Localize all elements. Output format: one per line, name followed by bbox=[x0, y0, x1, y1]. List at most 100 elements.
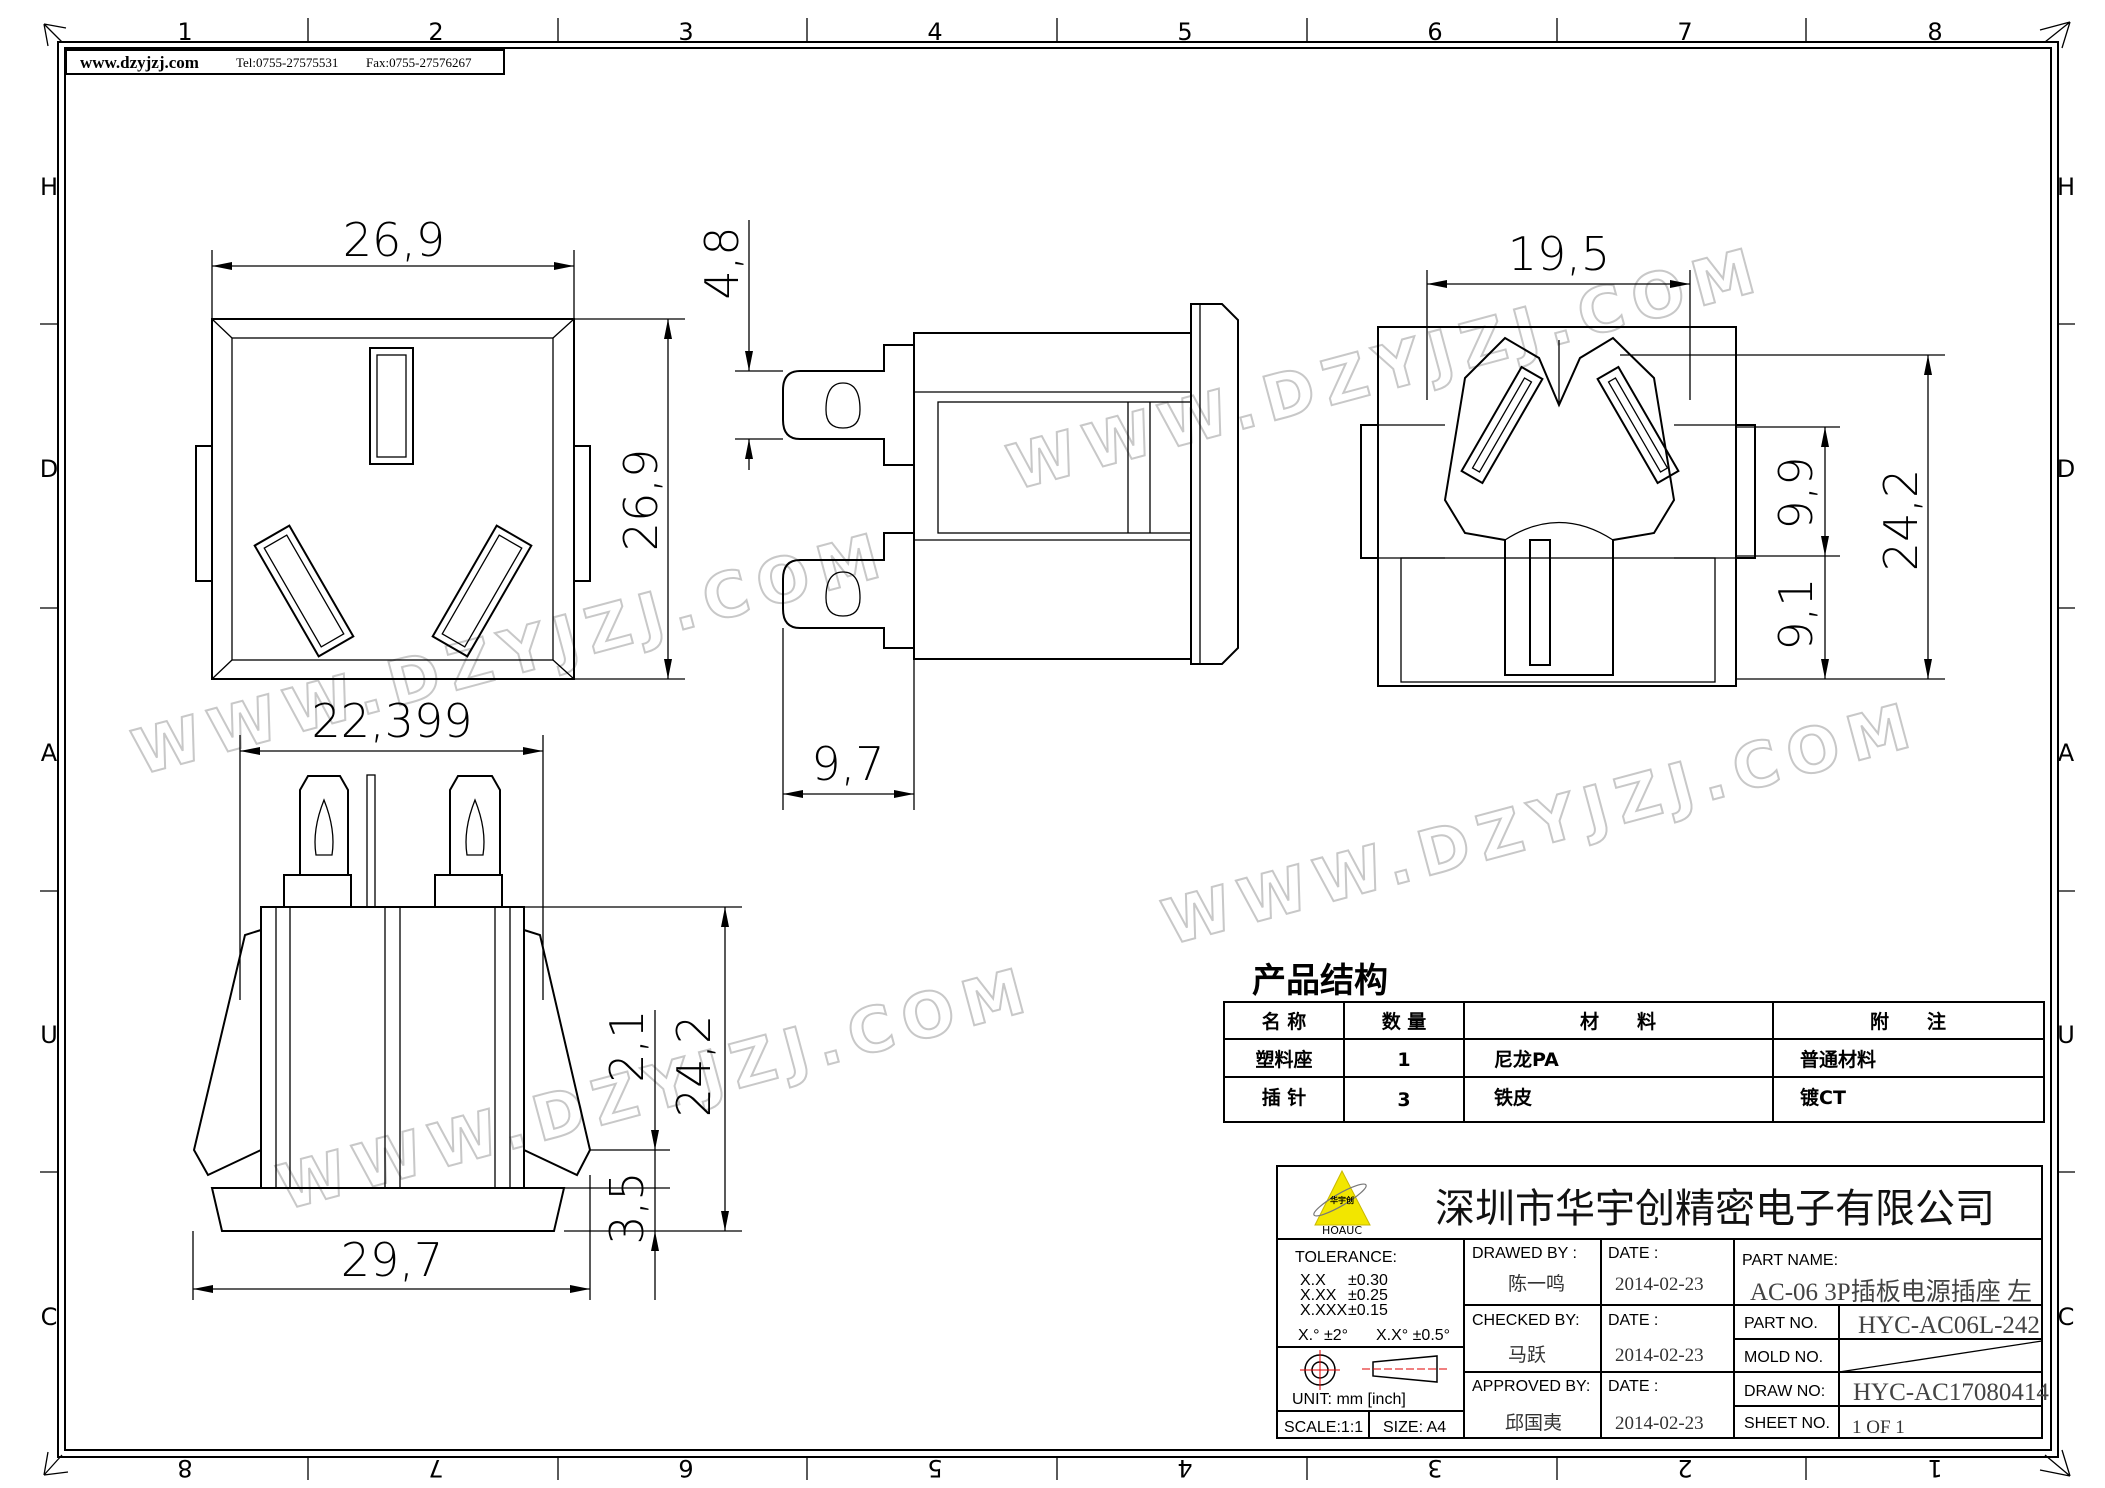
dimension-label: 29,7 bbox=[341, 1233, 443, 1287]
dimension-bottom-width: 29,7 bbox=[192, 1175, 591, 1300]
bom-cell: 插 针 bbox=[1262, 1086, 1307, 1109]
tolerance-label: TOLERANCE: bbox=[1295, 1249, 1397, 1266]
part-name-label: PART NAME: bbox=[1742, 1252, 1838, 1269]
bom-title: 产品结构 bbox=[1252, 961, 1388, 1001]
approved-by-name: 邱国夷 bbox=[1505, 1412, 1562, 1434]
angle-tolerance: X.X° ±0.5° bbox=[1376, 1327, 1450, 1344]
dimension-label: 19,5 bbox=[1508, 227, 1610, 281]
dimension-rear-upper-lower: 9,9 9,1 bbox=[1736, 426, 1840, 679]
bom-cell: 铁皮 bbox=[1494, 1086, 1532, 1109]
mold-no-label: MOLD NO. bbox=[1744, 1349, 1823, 1366]
company-name: 深圳市华宇创精密电子有限公司 bbox=[1435, 1186, 1995, 1232]
bom-header-note: 附 注 bbox=[1870, 1010, 1946, 1033]
dimension-bottom-step: 2,1 3,5 bbox=[564, 1009, 670, 1300]
side-view: 4,8 9,7 bbox=[695, 220, 1239, 810]
corner-arrow-bottom-left bbox=[43, 1451, 69, 1476]
part-name-value: AC-06 3P插板电源插座 左 bbox=[1750, 1278, 2032, 1306]
tolerance-format: X.X bbox=[1300, 1272, 1326, 1289]
grid-label: 7 bbox=[428, 1454, 443, 1482]
tolerance-format: X.XX bbox=[1300, 1287, 1337, 1304]
dimension-label: 24,2 bbox=[1874, 469, 1928, 571]
projection-symbol-icon bbox=[1300, 1350, 1450, 1390]
grid-label: 1 bbox=[177, 18, 192, 46]
dimension-rear-width: 19,5 bbox=[1426, 227, 1691, 400]
date-checked: 2014-02-23 bbox=[1615, 1345, 1704, 1366]
dimension-label: 9,1 bbox=[1769, 577, 1823, 650]
grid-label: U bbox=[40, 1021, 58, 1049]
bom-row: 塑料座 1 尼龙PA 普通材料 bbox=[1255, 1048, 1876, 1071]
dimension-bottom-height: 24,2 bbox=[524, 906, 742, 1232]
grid-label: 4 bbox=[927, 18, 942, 46]
grid-label: 6 bbox=[1427, 18, 1442, 46]
logo-brand: HOAUC bbox=[1322, 1224, 1362, 1237]
dimension-rear-height: 24,2 bbox=[1620, 354, 1945, 680]
company-logo: 华宇创 HOAUC bbox=[1313, 1169, 1371, 1237]
grid-label: 3 bbox=[1427, 1454, 1442, 1482]
bom-header-qty: 数 量 bbox=[1382, 1010, 1427, 1033]
bom-cell: 塑料座 bbox=[1255, 1048, 1312, 1071]
grid-label: 8 bbox=[177, 1454, 192, 1482]
bom-row: 插 针 3 铁皮 镀CT bbox=[1262, 1086, 1846, 1111]
website-text: www.dzyjzj.com bbox=[80, 53, 199, 72]
date-drawed: 2014-02-23 bbox=[1615, 1274, 1704, 1295]
dimension-label: 9,7 bbox=[811, 737, 884, 791]
drawed-by-label: DRAWED BY : bbox=[1472, 1245, 1577, 1262]
corner-arrow-top-left bbox=[43, 23, 67, 47]
bom-cell: 1 bbox=[1397, 1049, 1410, 1071]
angle-tolerance: X.° ±2° bbox=[1298, 1327, 1348, 1344]
sheet-no-label: SHEET NO. bbox=[1744, 1415, 1830, 1432]
dimension-front-width: 26,9 bbox=[211, 213, 575, 319]
dimension-label: 24,2 bbox=[667, 1015, 721, 1117]
bottom-view: 22,399 29,7 24,2 2,1 3,5 bbox=[192, 694, 742, 1300]
draw-no-value: HYC-AC17080414 bbox=[1853, 1379, 2049, 1406]
dimension-side-pin-length: 9,7 bbox=[782, 628, 915, 810]
tolerance-value: ±0.15 bbox=[1348, 1302, 1388, 1319]
grid-bottom-numbers: 8 7 6 5 4 3 2 1 bbox=[177, 1454, 1942, 1482]
grid-label: 5 bbox=[927, 1454, 942, 1482]
watermark-text: WWW.DZYJZJ.COM bbox=[270, 952, 1042, 1224]
bom-header-material: 材 料 bbox=[1580, 1010, 1656, 1033]
grid-label: 6 bbox=[678, 1454, 693, 1482]
checked-by-name: 马跃 bbox=[1508, 1344, 1546, 1366]
approved-by-label: APPROVED BY: bbox=[1472, 1378, 1590, 1395]
draw-no-label: DRAW NO: bbox=[1744, 1383, 1825, 1400]
dimension-label: 4,8 bbox=[695, 226, 749, 299]
dimension-label: 2,1 bbox=[600, 1009, 654, 1082]
part-no-value: HYC-AC06L-242 bbox=[1858, 1312, 2040, 1339]
grid-label: H bbox=[2057, 173, 2075, 201]
corner-arrow-top-right bbox=[2039, 21, 2071, 49]
grid-label: D bbox=[2057, 455, 2075, 483]
rear-view: 19,5 24,2 9,9 9,1 bbox=[1360, 227, 1945, 687]
grid-label: H bbox=[40, 173, 58, 201]
date-label: DATE : bbox=[1608, 1378, 1658, 1395]
dimension-front-height: 26,9 bbox=[574, 318, 685, 680]
grid-label: 1 bbox=[1927, 1454, 1942, 1482]
grid-label: U bbox=[2057, 1021, 2075, 1049]
tolerance-value: ±0.25 bbox=[1348, 1287, 1388, 1304]
bom-header-name: 名 称 bbox=[1262, 1010, 1307, 1033]
date-approved: 2014-02-23 bbox=[1615, 1413, 1704, 1434]
grid-top-numbers: 1 2 3 4 5 6 7 8 bbox=[177, 18, 1942, 46]
dimension-bottom-pin-span: 22,399 bbox=[239, 694, 544, 1000]
watermark-text: WWW.DZYJZJ.COM bbox=[1155, 687, 1927, 959]
grid-label: D bbox=[40, 455, 58, 483]
scale-text: SCALE:1:1 bbox=[1284, 1419, 1363, 1436]
grid-label: 2 bbox=[428, 18, 443, 46]
grid-label: 2 bbox=[1677, 1454, 1692, 1482]
tolerance-format: X.XXX bbox=[1300, 1302, 1347, 1319]
dimension-label: 26,9 bbox=[343, 213, 445, 267]
corner-arrow-bottom-right bbox=[2039, 1449, 2071, 1477]
dimension-label: 9,9 bbox=[1769, 456, 1823, 529]
grid-label: 5 bbox=[1177, 18, 1192, 46]
contact-header: www.dzyjzj.com Tel:0755-27575531 Fax:075… bbox=[65, 49, 505, 75]
grid-label: C bbox=[41, 1303, 58, 1331]
dimension-label: 3,5 bbox=[600, 1171, 654, 1244]
grid-label: A bbox=[41, 739, 58, 767]
logo-text: 华宇创 bbox=[1330, 1195, 1354, 1205]
bom-cell: 镀CT bbox=[1800, 1086, 1846, 1109]
grid-label: C bbox=[2058, 1303, 2075, 1331]
grid-label: 7 bbox=[1677, 18, 1692, 46]
date-label: DATE : bbox=[1608, 1312, 1658, 1329]
bom-table: 产品结构 名 称 数 量 材 料 附 注 塑料座 1 尼龙PA 普通材料 插 针… bbox=[1223, 961, 2045, 1123]
